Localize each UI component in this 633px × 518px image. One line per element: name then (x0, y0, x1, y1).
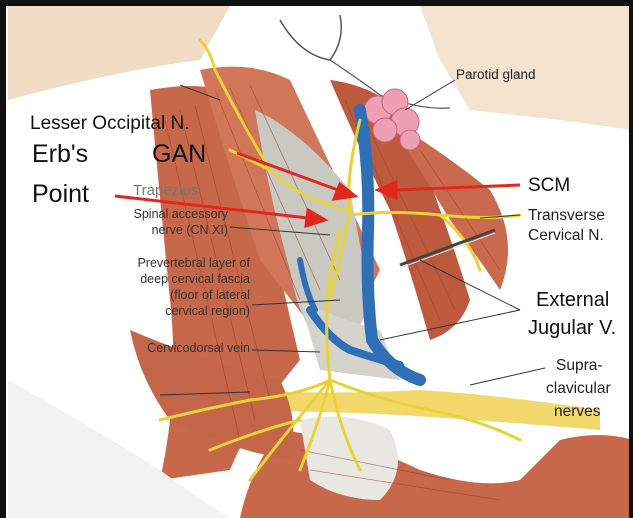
label-trapezius: Trapezius (133, 182, 198, 199)
label-gan: GAN (152, 140, 206, 169)
label-prevertebral-4: cervical region) (40, 304, 250, 318)
label-supra-1: Supra- (556, 357, 603, 375)
label-parotid-gland: Parotid gland (456, 67, 536, 83)
label-supra-3: nerves (554, 403, 601, 421)
label-cervicodorsal: Cervicodorsal vein (40, 341, 250, 355)
frame-right (629, 0, 633, 518)
frame-left (0, 0, 6, 518)
label-supra-2: clavicular (546, 380, 611, 398)
label-spinal-accessory-2: nerve (CN XI) (66, 223, 228, 237)
frame-top (0, 0, 633, 6)
label-jugular: Jugular V. (528, 317, 616, 340)
label-transverse-2: Cervical N. (528, 227, 604, 245)
label-point: Point (32, 180, 89, 209)
label-lesser-occipital: Lesser Occipital N. (30, 113, 189, 135)
label-erbs: Erb's (32, 140, 88, 169)
label-external: External (536, 289, 609, 312)
lower-muscle (240, 430, 633, 518)
label-scm: SCM (528, 175, 570, 197)
label-prevertebral-3: (floor of lateral (40, 288, 250, 302)
shoulder-skin (8, 6, 230, 100)
label-prevertebral-1: Prevertebral layer of (40, 256, 250, 270)
label-transverse-1: Transverse (528, 207, 605, 225)
label-prevertebral-2: deep cervical fascia (40, 272, 250, 286)
ear-outline (280, 15, 341, 60)
label-spinal-accessory-1: Spinal accessory (66, 207, 228, 221)
